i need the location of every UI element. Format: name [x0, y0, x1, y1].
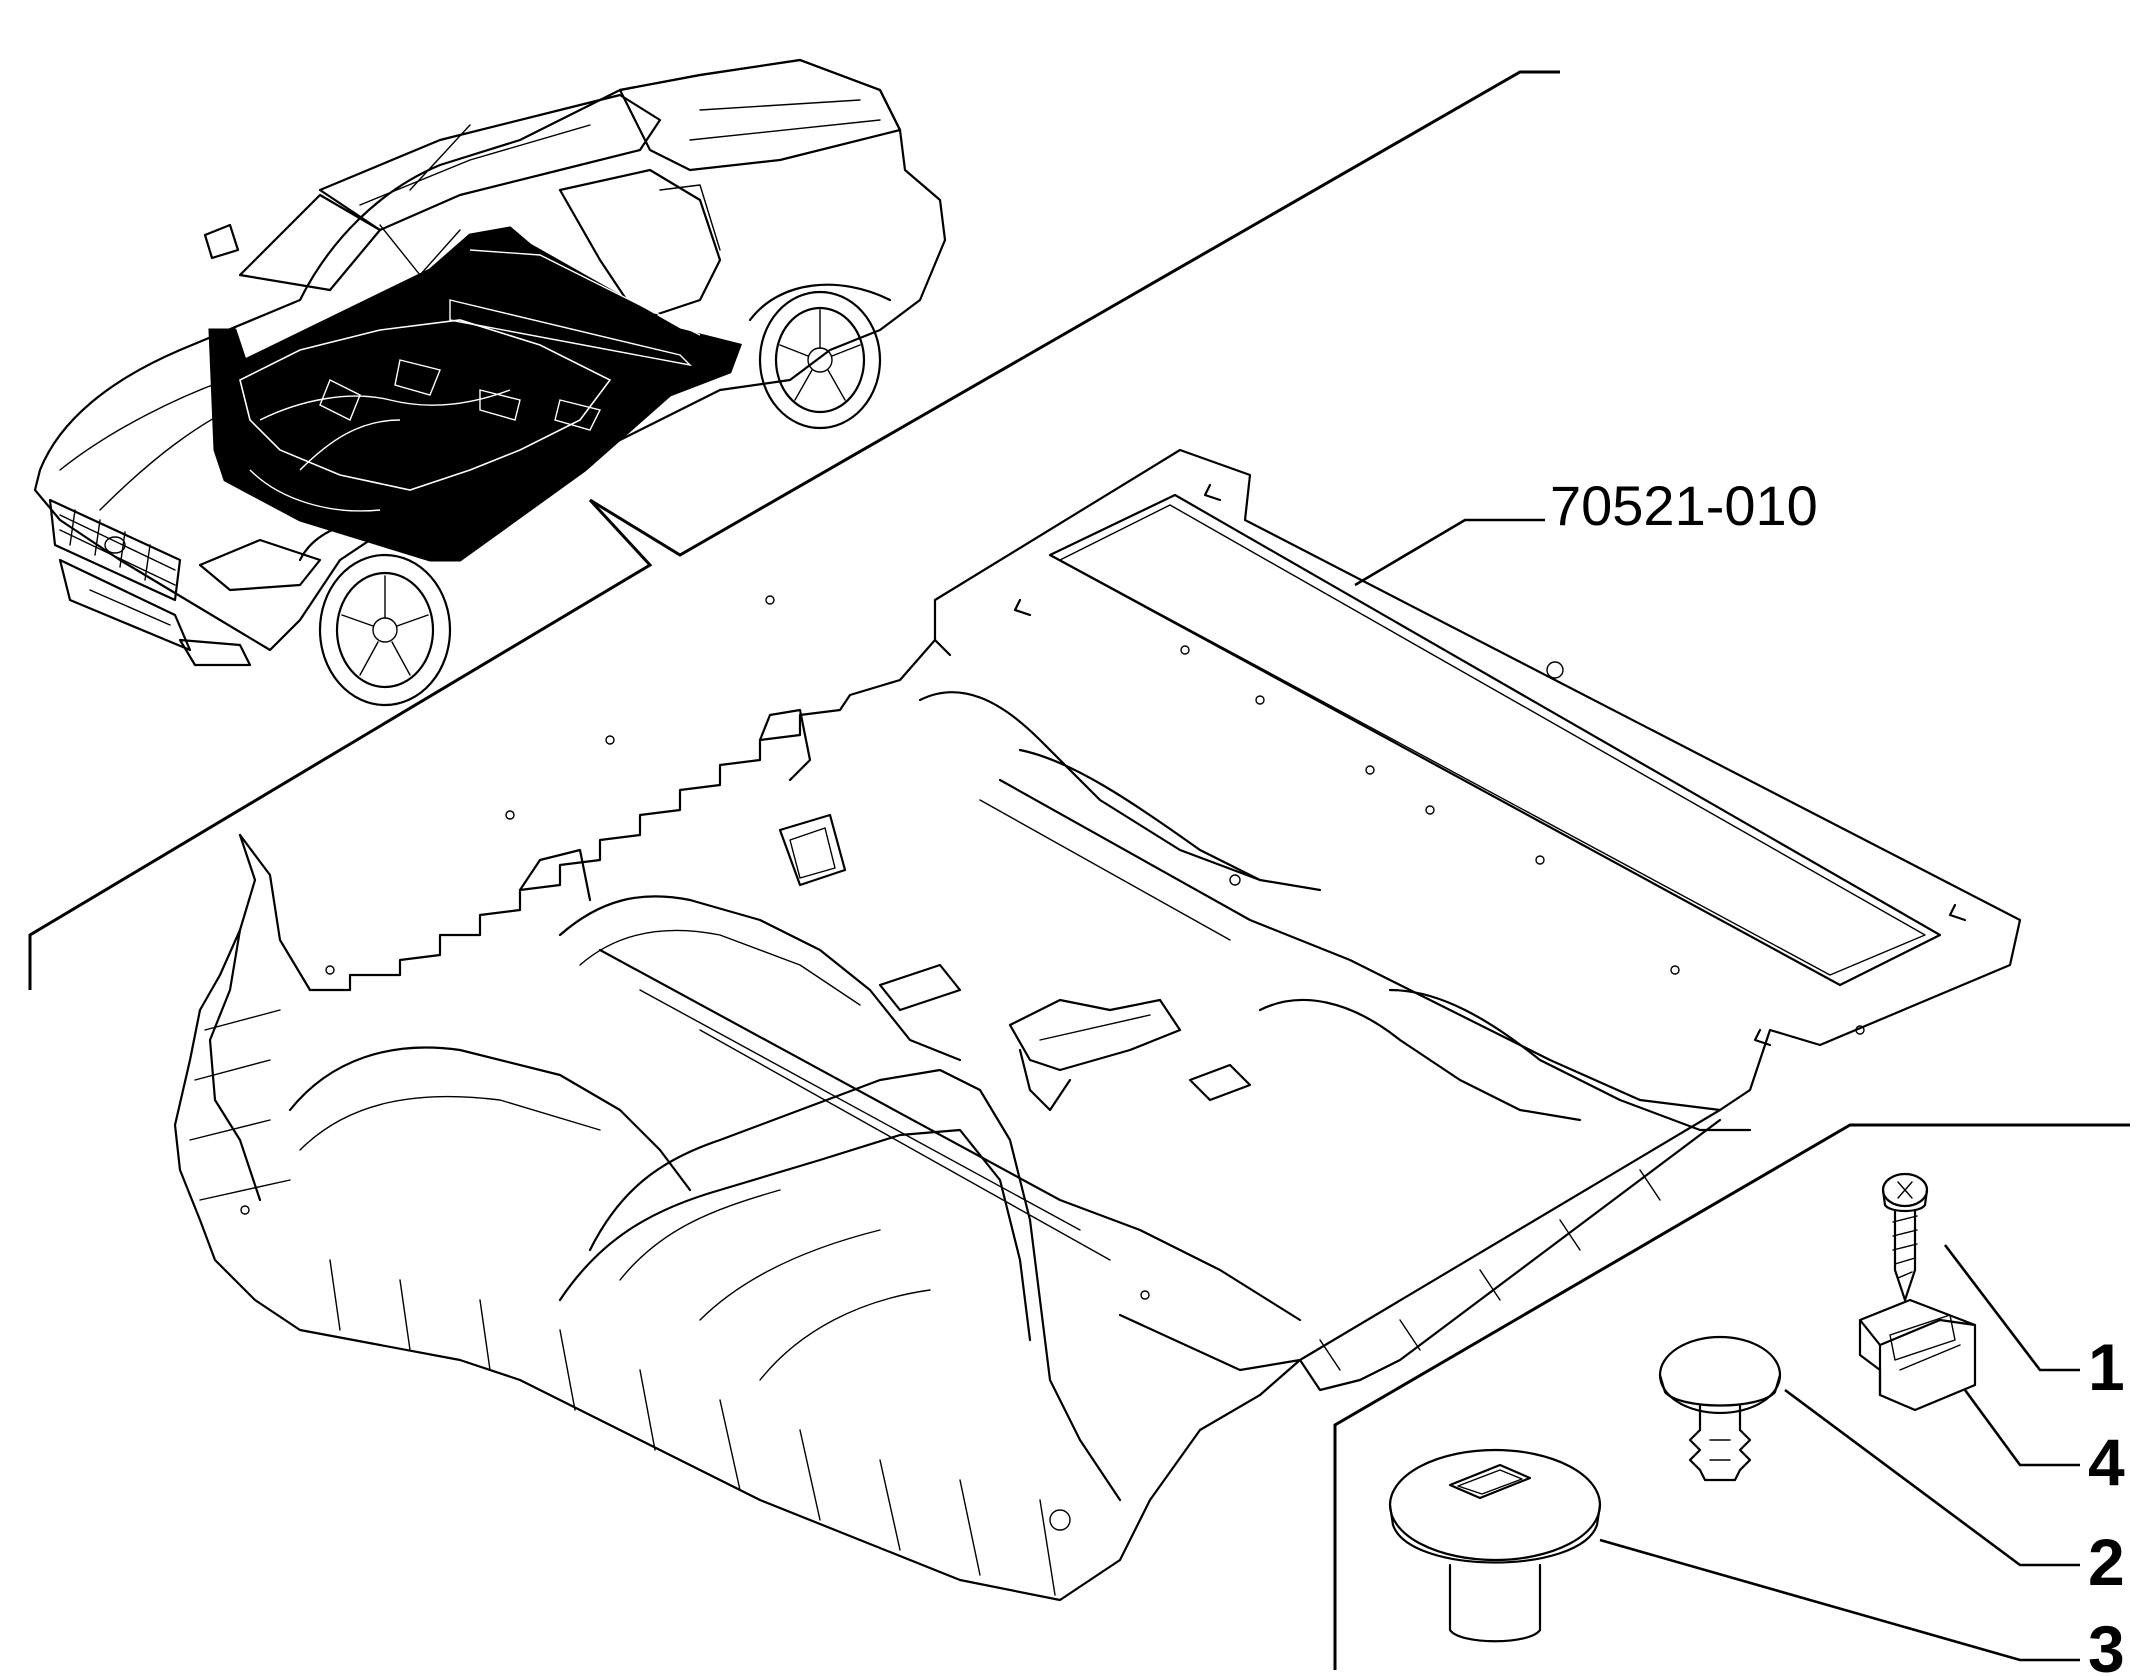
screw-icon [1881, 1172, 1929, 1302]
button-plug-icon [1388, 1448, 1602, 1643]
highlighted-floor-carpet [208, 226, 742, 562]
clip-icon [1858, 1298, 1977, 1412]
push-rivet-icon [1658, 1335, 1782, 1482]
callout-3: 3 [2088, 1612, 2125, 1676]
front-grille [48, 498, 182, 602]
view-bracket [28, 70, 1560, 990]
part-number: 70521-010 [1550, 474, 1818, 537]
floor-carpet-assembly [173, 448, 2022, 1602]
callout-2: 2 [2088, 1525, 2125, 1599]
fastener-parts-group: 1 4 2 3 [1333, 1123, 2130, 1676]
headlight [198, 538, 322, 592]
vehicle-illustration [33, 58, 947, 707]
callout-1: 1 [2088, 1330, 2125, 1404]
front-wheel-icon [318, 553, 452, 707]
callout-4: 4 [2088, 1425, 2125, 1499]
part-number-leader: 70521-010 [1354, 474, 1818, 587]
rear-wheel-icon [758, 290, 882, 430]
